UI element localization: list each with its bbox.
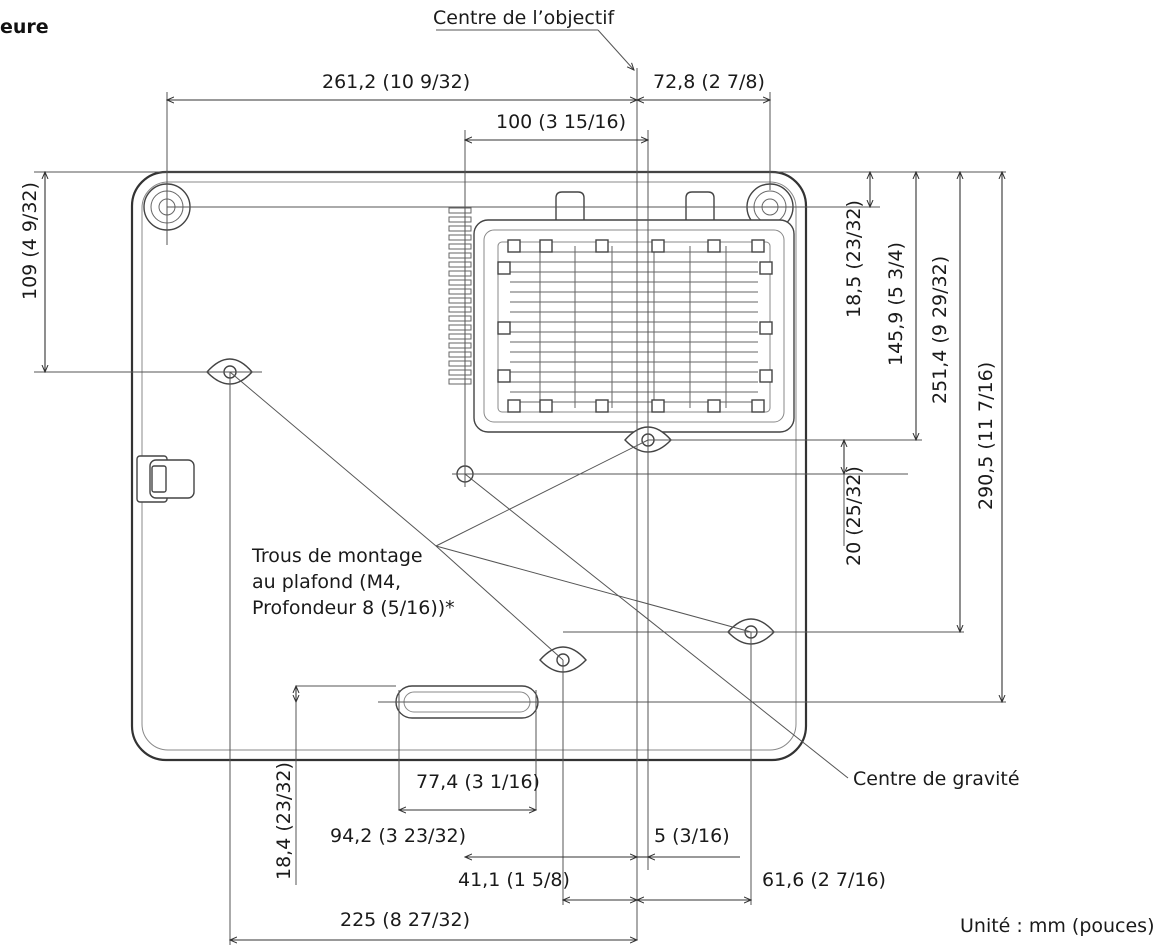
dim-41-1: 41,1 (1 5/8) (458, 869, 570, 891)
dim-20: 20 (25/32) (843, 466, 865, 566)
dim-94-2: 94,2 (3 23/32) (330, 825, 466, 847)
dim-18-5: 18,5 (23/32) (843, 200, 865, 318)
leader-lines (229, 29, 849, 779)
extension-lines (34, 68, 1006, 945)
dim-145-9: 145,9 (5 3/4) (885, 242, 907, 366)
dim-18-4: 18,4 (23/32) (273, 762, 295, 880)
dim-290-5: 290,5 (11 7/16) (975, 362, 997, 510)
lens-center-label: Centre de l’objectif (433, 7, 616, 29)
dim-100: 100 (3 15/16) (496, 111, 626, 133)
dim-225: 225 (8 27/32) (340, 909, 470, 931)
dim-261-2: 261,2 (10 9/32) (322, 71, 470, 93)
dim-61-6: 61,6 (2 7/16) (762, 869, 886, 891)
side-vent-grille (448, 207, 472, 385)
dim-5: 5 (3/16) (654, 825, 730, 847)
gravity-center-label: Centre de gravité (853, 768, 1020, 790)
dim-77-4: 77,4 (3 1/16) (416, 771, 540, 793)
section-heading: eure (0, 16, 49, 38)
mount-holes-label-2: au plafond (M4, (252, 571, 401, 593)
filter-cover (473, 191, 795, 433)
dim-251-4: 251,4 (9 29/32) (929, 256, 951, 404)
mount-holes-label-3: Profondeur 8 (5/16))* (252, 597, 455, 619)
dim-72-8: 72,8 (2 7/8) (653, 71, 765, 93)
dim-109: 109 (4 9/32) (19, 182, 41, 300)
unit-label: Unité : mm (pouces) (960, 915, 1155, 937)
dimension-lines (45, 100, 1002, 940)
mount-holes-label-1: Trous de montage (251, 545, 423, 567)
